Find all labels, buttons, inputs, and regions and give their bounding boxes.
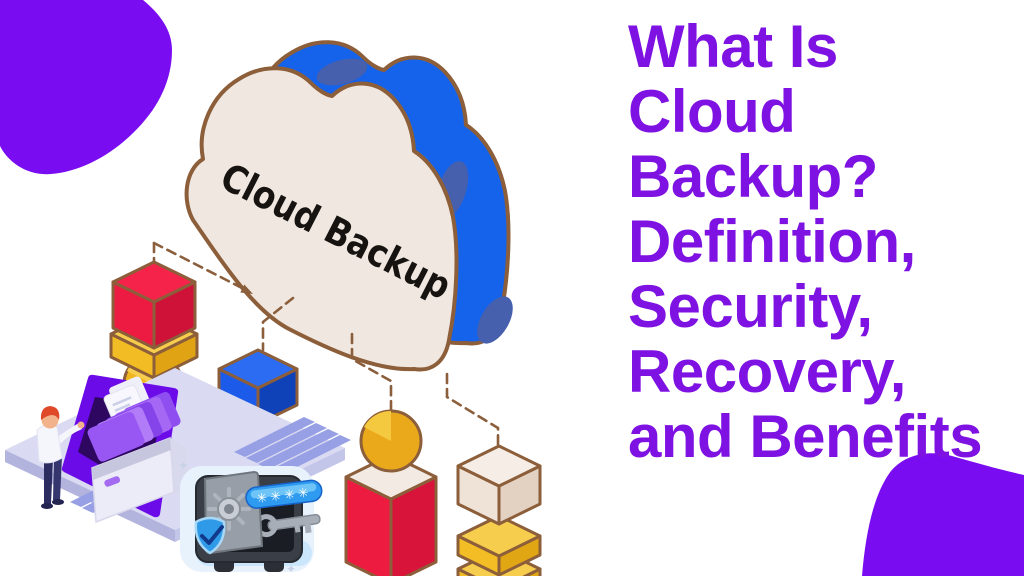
connector-arrow-line	[152, 241, 246, 291]
headline-line: Definition,	[628, 208, 916, 275]
purple-folders	[87, 392, 181, 462]
person	[36, 406, 85, 509]
password-bar: ✳✳✳✳	[245, 479, 323, 509]
sparkle-icon: ✦	[178, 458, 189, 473]
cream-gold-data-stack	[456, 444, 542, 576]
cream-cube-top	[456, 444, 542, 488]
laptop-file-archive	[5, 368, 351, 542]
blob-bottom-right	[862, 453, 1024, 576]
red-pillar-gold-sphere	[344, 409, 438, 576]
drawer-lip	[92, 438, 171, 480]
person-leg	[53, 456, 62, 500]
headline-line: Security,	[628, 273, 873, 340]
person-arm	[56, 423, 82, 444]
person-shoe	[41, 503, 53, 509]
cloud-shadow-1	[316, 58, 368, 86]
cloud-shadow-3	[477, 296, 513, 344]
headline-line: Cloud	[628, 78, 796, 145]
safe-dial-wheel	[207, 487, 251, 531]
blob-top-left	[0, 0, 172, 175]
drawer-handle	[104, 476, 121, 487]
connector-blue-stack	[261, 296, 295, 352]
connector-cream-stack	[445, 372, 500, 450]
person-hair	[40, 406, 60, 420]
person-leg	[44, 458, 53, 504]
blue-cube-top	[217, 348, 299, 390]
headline-line: Backup?	[628, 143, 878, 210]
headline-line: and Benefits	[628, 403, 983, 470]
sparkle-icon: ✦	[286, 562, 296, 576]
gold-slab1-top	[456, 514, 542, 558]
cloud-backup-cloud: Cloud Backup	[184, 40, 513, 372]
person-shoe	[52, 499, 64, 505]
headline: What Is Cloud Backup? Definition, Securi…	[628, 14, 1020, 469]
person-torso	[36, 424, 63, 464]
shield-check-icon	[194, 516, 226, 555]
red-cube-gold-coin-stack	[109, 260, 199, 415]
cloud-front	[184, 66, 459, 372]
connector-red-pillar	[350, 332, 393, 413]
red-cube-top	[111, 260, 197, 304]
pillar-top	[344, 453, 438, 501]
gold-sphere-highlight	[364, 410, 391, 441]
headline-line: What Is	[628, 13, 838, 80]
headline-line: Recovery,	[628, 338, 906, 405]
connector-arrowhead	[240, 284, 253, 294]
security-safe: ✳✳✳✳ ✦ ✦	[178, 458, 323, 576]
password-mask: ✳✳✳✳	[256, 484, 313, 506]
person-hand	[77, 421, 85, 429]
